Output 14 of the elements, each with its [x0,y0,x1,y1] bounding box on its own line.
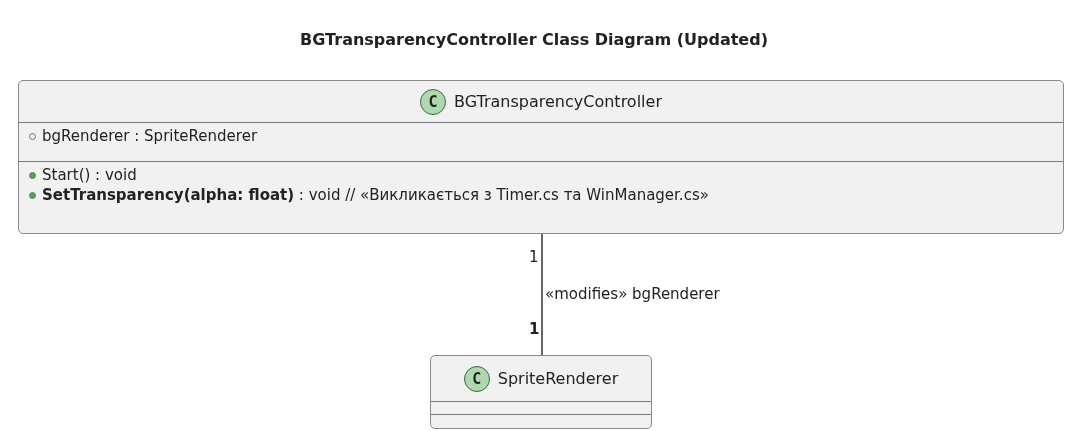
multiplicity-label: 1 [529,248,539,266]
method-text: Start() : void [42,165,137,185]
edge-label: «modifies» bgRenderer [544,284,721,303]
method-text: SetTransparency(alpha: float) : void // «Викликається з Timer.cs та WinManager.cs» [42,185,709,205]
class-box [430,355,652,429]
attribute-text: bgRenderer : SpriteRenderer [42,126,258,146]
multiplicity-label: 1 [529,320,540,338]
class-icon: C [463,365,490,392]
diagram-title: BGTransparencyController Class Diagram (Updated) [299,30,769,49]
association-line [541,233,543,356]
class-icon: C [420,88,446,115]
class-name: BGTransparencyController [454,92,662,111]
class-box [18,80,1064,234]
class-name: SpriteRenderer [497,369,619,388]
